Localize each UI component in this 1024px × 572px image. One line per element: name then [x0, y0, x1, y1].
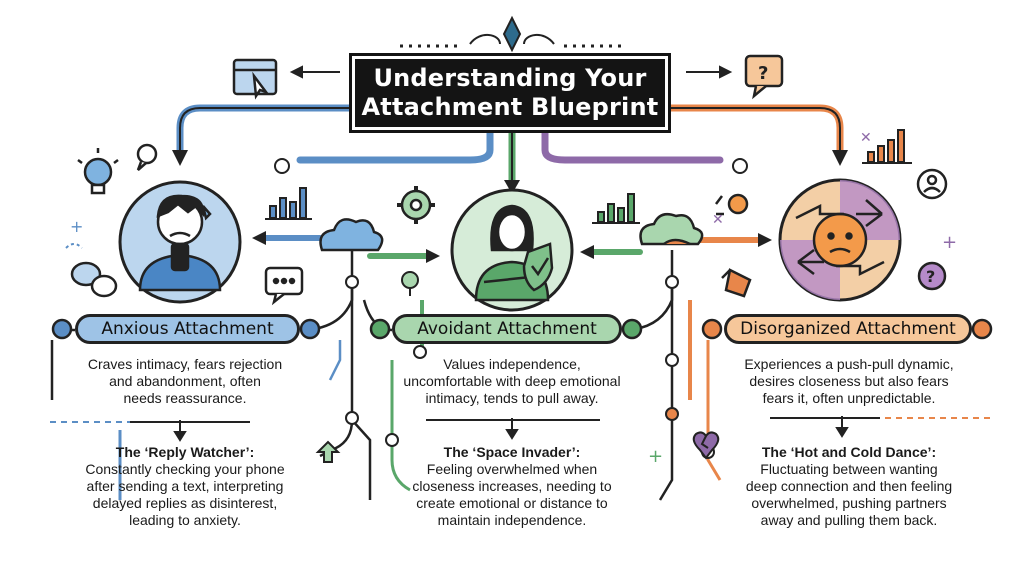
connector-anxious	[176, 104, 356, 154]
chat-dots-icon	[264, 266, 304, 306]
avoidant-example-title: The ‘Space Invader’:	[443, 444, 581, 460]
avoidant-description: Values independence, uncomfortable with …	[403, 356, 621, 406]
avoidant-attachment-label: Avoidant Attachment	[392, 314, 622, 344]
cloud-icon	[319, 218, 384, 252]
user-circle-icon	[916, 168, 948, 200]
anxious-description: Craves intimacy, fears rejection and aba…	[87, 356, 283, 406]
svg-text:+: +	[648, 446, 663, 467]
location-pin-icon	[401, 271, 419, 296]
bar-chart-icon	[265, 187, 312, 220]
avoidant-person-icon	[474, 204, 554, 302]
chat-bubble-icon	[136, 143, 158, 171]
location-pin-icon	[715, 193, 749, 216]
speech-bubbles-icon	[70, 261, 118, 298]
rocket-icon	[721, 268, 752, 298]
question-bubble-icon: ?	[744, 54, 784, 100]
disorganized-example-title: The ‘Hot and Cold Dance’:	[761, 444, 937, 460]
svg-text:+: +	[942, 232, 957, 253]
gear-icon	[397, 186, 435, 224]
bar-chart-icon	[862, 129, 912, 164]
anxious-attachment-label: Anxious Attachment	[75, 314, 300, 344]
title-line-2: Attachment Blueprint	[361, 93, 659, 121]
arrow-up-icon	[315, 440, 341, 463]
svg-text:?: ?	[926, 267, 935, 286]
broken-heart-icon	[692, 431, 720, 460]
avoidant-example-text: Feeling overwhelmed when closeness incre…	[412, 461, 612, 528]
page-title: Understanding Your Attachment Blueprint	[349, 53, 671, 133]
anxious-example-title: The ‘Reply Watcher’:	[115, 444, 255, 460]
disorganized-description: Experiences a push-pull dynamic, desires…	[744, 356, 954, 406]
disorganized-example-text: Fluctuating between wanting deep connect…	[745, 461, 953, 528]
cloud-icon	[639, 213, 704, 246]
browser-click-icon	[232, 58, 278, 100]
title-line-1: Understanding Your	[373, 64, 647, 92]
lightbulb-icon	[77, 148, 119, 195]
question-circle-icon: ?	[917, 261, 947, 291]
svg-text:+: +	[70, 217, 83, 236]
svg-text:✕: ✕	[712, 212, 724, 228]
anxious-example-text: Constantly checking your phone after sen…	[85, 461, 285, 528]
connector-disorganized	[664, 104, 844, 154]
confused-face-icon	[795, 199, 885, 277]
svg-text:✕: ✕	[860, 130, 872, 146]
ornament-icon	[400, 15, 624, 53]
disorganized-attachment-label: Disorganized Attachment	[724, 314, 972, 344]
anxious-person-icon	[138, 194, 222, 292]
bar-chart-icon	[592, 193, 640, 224]
svg-text:?: ?	[758, 63, 768, 84]
